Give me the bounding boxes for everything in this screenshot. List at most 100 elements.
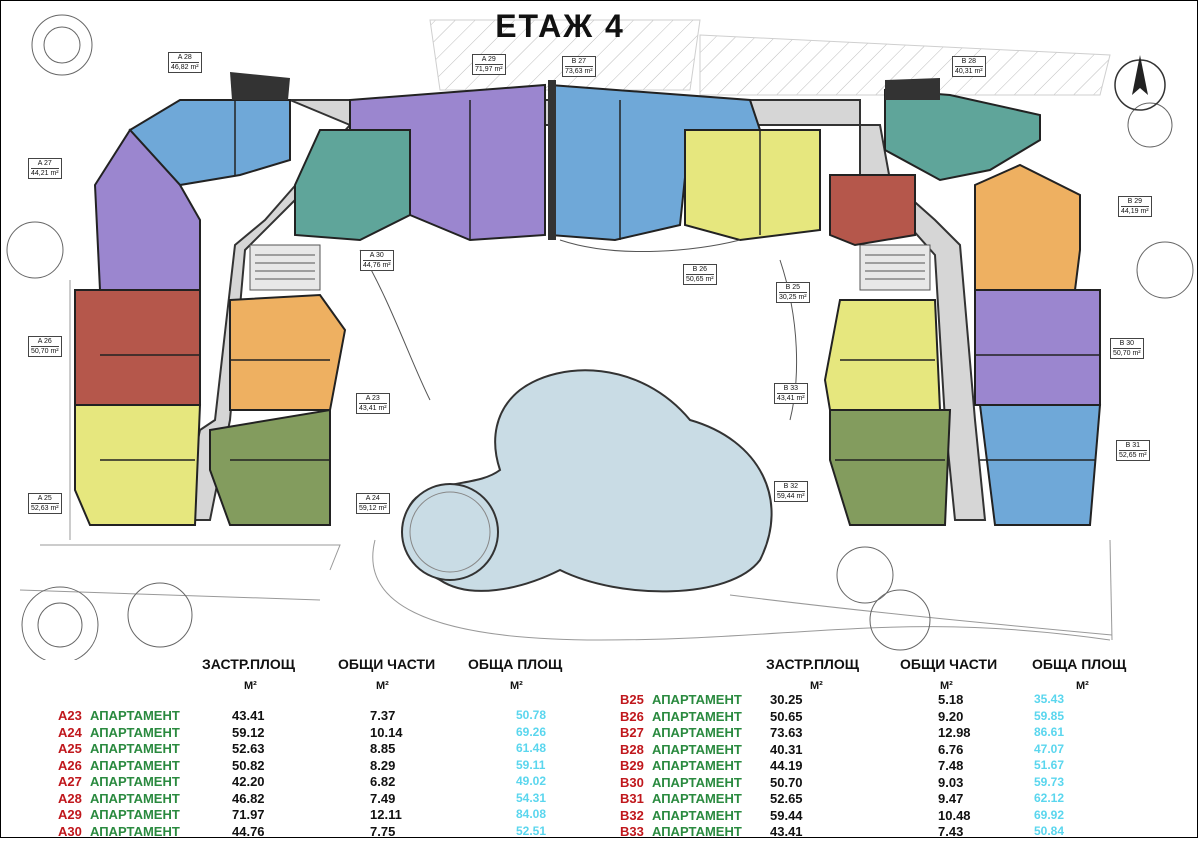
cell-type: АПАРТАМЕНТ	[90, 807, 180, 822]
cell-code: B31	[620, 791, 644, 806]
cell-code: A24	[58, 724, 82, 740]
cell-common: 10.48	[938, 807, 971, 823]
cell-common: 5.18	[938, 692, 964, 707]
cell-type: АПАРТАМЕНТ	[652, 774, 742, 790]
cell-common: 6.76	[938, 741, 964, 757]
cell-code: A23	[58, 708, 82, 723]
cell-code: B29	[620, 758, 644, 773]
apt-b30	[974, 289, 1101, 406]
cell-built: 40.31	[770, 741, 803, 757]
pool-icon	[401, 369, 773, 593]
cell-type: АПАРТАМЕНТ	[652, 741, 742, 757]
cell-type: АПАРТАМЕНТ	[90, 708, 180, 723]
cell-code: B33	[620, 824, 644, 839]
cell-total: 62.12	[1034, 791, 1065, 805]
cell-built: 30.25	[770, 692, 803, 707]
apt-a23	[229, 293, 347, 411]
cell-built: 73.63	[770, 725, 803, 740]
cell-total: 54.31	[516, 790, 547, 805]
cell-total: 61.48	[516, 741, 547, 755]
cell-total: 86.61	[1034, 725, 1065, 739]
shafts	[230, 72, 940, 240]
apt-a25	[74, 404, 202, 526]
cell-built: 44.19	[770, 758, 803, 773]
apt-b25	[829, 174, 916, 247]
cell-built: 50.70	[770, 774, 803, 790]
cell-common: 7.49	[370, 790, 396, 806]
cell-total: 49.02	[516, 774, 547, 788]
apt-b29	[974, 163, 1081, 291]
cell-code: A25	[58, 741, 82, 756]
cell-type: АПАРТАМЕНТ	[652, 725, 742, 740]
apt-b32	[829, 409, 952, 526]
cell-code: A29	[58, 807, 82, 822]
cell-common: 12.11	[370, 807, 402, 822]
cell-total: 52.51	[516, 823, 547, 838]
cell-built: 43.41	[232, 708, 265, 723]
cell-code: B30	[620, 774, 644, 790]
cell-total: 47.07	[1034, 741, 1065, 756]
cell-built: 52.65	[770, 791, 803, 806]
cell-total: 51.67	[1034, 758, 1065, 772]
cell-common: 7.75	[370, 823, 396, 839]
cell-type: АПАРТАМЕНТ	[652, 824, 742, 839]
north-arrow-icon	[1114, 55, 1166, 111]
cell-total: 84.08	[516, 807, 547, 821]
cell-code: B28	[620, 741, 644, 757]
interior-walls	[100, 100, 1100, 461]
header-common-right: ОБЩИ ЧАСТИ	[900, 656, 998, 672]
floor-plan	[6, 14, 1194, 660]
apt-a24	[209, 408, 331, 526]
apt-a30	[294, 129, 411, 242]
apartments-left	[74, 83, 546, 526]
cell-built: 59.44	[770, 807, 803, 823]
cell-type: АПАРТАМЕНТ	[652, 708, 742, 724]
cell-built: 46.82	[232, 790, 265, 806]
cell-type: АПАРТАМЕНТ	[652, 758, 742, 773]
apartments-right	[549, 83, 1102, 526]
cell-type: АПАРТАМЕНТ	[90, 724, 180, 740]
cell-common: 6.82	[370, 774, 396, 789]
cell-built: 43.41	[770, 824, 803, 839]
unit-built-left: М²	[244, 680, 257, 692]
header-total-right: ОБЩА ПЛОЩ	[1032, 656, 1127, 672]
cell-built: 71.97	[232, 807, 265, 822]
cell-built: 50.65	[770, 708, 803, 724]
cell-common: 9.03	[938, 774, 964, 790]
cell-total: 69.92	[1034, 807, 1065, 822]
apt-b26	[684, 129, 821, 242]
apt-b33	[823, 299, 942, 411]
cell-total: 59.73	[1034, 774, 1065, 789]
cell-type: АПАРТАМЕНТ	[90, 774, 180, 789]
cell-code: B32	[620, 807, 644, 823]
stair-icon	[249, 244, 931, 291]
cell-type: АПАРТАМЕНТ	[90, 790, 180, 806]
cell-type: АПАРТАМЕНТ	[652, 791, 742, 806]
apt-a26	[74, 289, 201, 406]
cell-common: 12.98	[938, 725, 971, 740]
apt-b28	[884, 88, 1041, 182]
cell-code: A28	[58, 790, 82, 806]
cell-total: 35.43	[1034, 692, 1065, 706]
header-total-left: ОБЩА ПЛОЩ	[468, 656, 563, 672]
cell-common: 8.85	[370, 741, 396, 756]
apt-a29	[349, 83, 546, 242]
unit-common-left: М²	[376, 680, 389, 692]
unit-built-right: М²	[810, 680, 823, 692]
cell-common: 7.43	[938, 824, 964, 839]
cell-type: АПАРТАМЕНТ	[90, 757, 180, 773]
